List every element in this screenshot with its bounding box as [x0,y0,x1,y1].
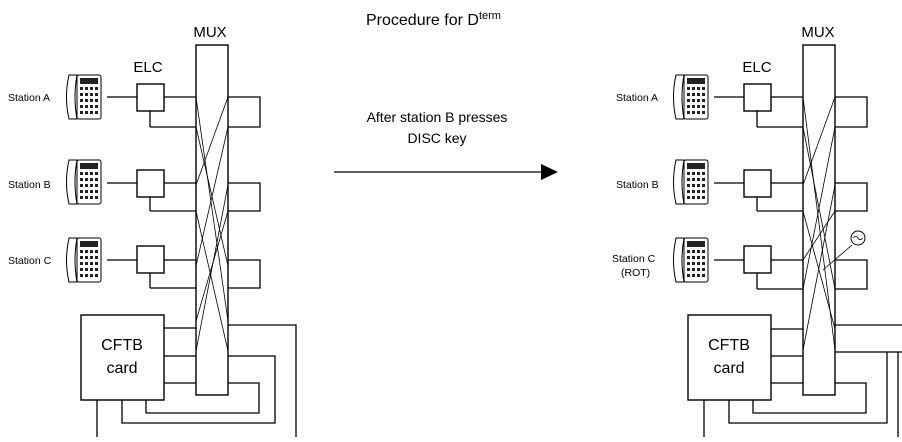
diagram-title: Procedure for Dterm [366,10,501,29]
right-elc-b [743,169,772,198]
left-mux-label: MUX [193,24,226,41]
right-elc-label: ELC [742,59,771,76]
left-station-a-label: Station A [8,92,50,104]
right-elc-c [743,245,772,274]
left-station-c-phone-icon [66,237,102,283]
right-station-c-phone-icon [673,237,709,283]
right-mux-label: MUX [801,24,834,41]
right-elc-a [743,83,772,112]
title-superscript: term [479,10,501,22]
left-elc-a [136,83,165,112]
right-station-c-label: Station C [612,253,656,265]
left-cftb-line1: CFTB [101,337,143,354]
right-cftb-card [687,314,772,401]
right-station-c-sublabel: (ROT) [621,267,650,279]
left-elc-b [136,169,165,198]
right-mux [802,44,836,396]
right-station-a-phone-icon [673,74,709,120]
right-cftb-line2: card [713,360,744,377]
left-cftb-line2: card [106,360,137,377]
left-station-c-label: Station C [8,255,52,267]
left-mux [195,44,229,396]
left-station-a-phone-icon [66,74,102,120]
arrow-caption-line1: After station B presses [367,109,508,125]
right-station-b-label: Station B [616,179,659,191]
left-station-b-label: Station B [8,179,51,191]
right-cftb-line1: CFTB [708,337,750,354]
left-elc-label: ELC [133,59,162,76]
arrow-caption-line2: DISC key [407,130,466,146]
left-elc-c [136,245,165,274]
left-cftb-card [80,314,165,401]
left-diagram: MUX ELC Station A Station B Station C [8,24,297,437]
right-station-a-label: Station A [616,92,658,104]
left-station-b-phone-icon [66,159,102,205]
right-diagram: MUX ELC Station A Station B Station C (R… [612,24,902,437]
right-station-b-phone-icon [673,159,709,205]
title-main: Procedure for D [366,12,479,29]
transition-arrow-head [541,164,558,180]
